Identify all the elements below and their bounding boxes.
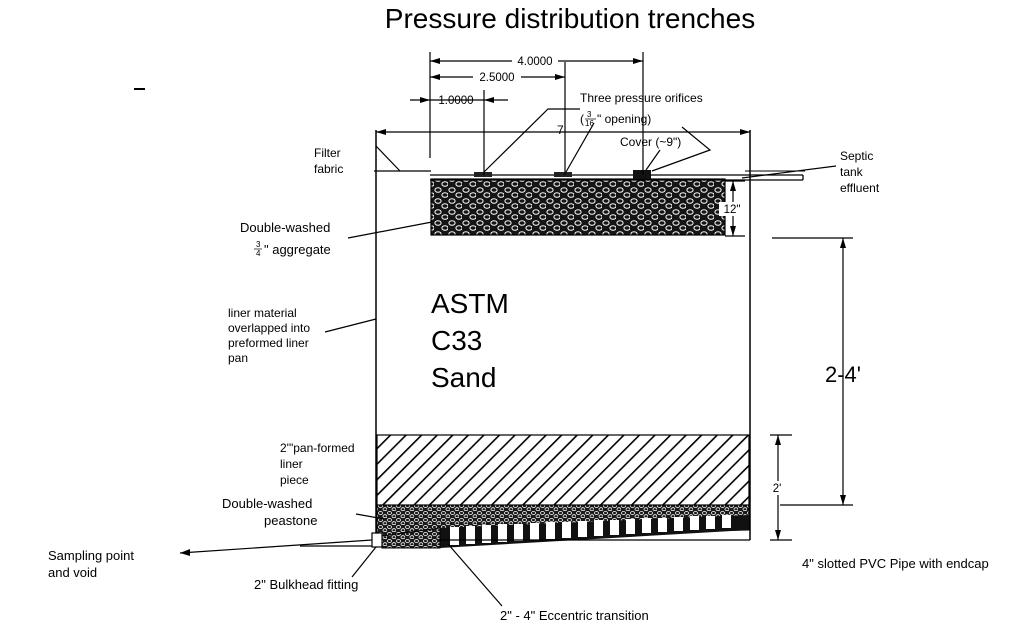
bulkhead-leader (351, 546, 377, 578)
dimension-arrowheads (420, 58, 643, 103)
trench-outline (375, 129, 751, 540)
peastone-leader (355, 513, 385, 520)
dim-1-0000: 1.0000 (438, 95, 473, 107)
septic-label-3: effluent (840, 181, 880, 195)
sampling-label-2: and void (48, 565, 97, 580)
svg-text:3: 3 (587, 110, 592, 119)
orifice-opening-label: ( 3 16 " opening) (580, 110, 651, 128)
cover-label: Cover (~9") (620, 135, 681, 149)
sand-label-3: Sand (431, 362, 496, 393)
eccentric-label: 2" - 4" Eccentric transition (500, 608, 649, 623)
svg-text:" aggregate: " aggregate (264, 242, 331, 257)
aggregate-label-2: 3 4 " aggregate (254, 240, 331, 258)
liner-label-2: overlapped into (228, 321, 310, 335)
filter-label-1: Filter (314, 146, 341, 160)
stray-tick: 7 (557, 123, 564, 137)
liner-label-4: pan (228, 351, 248, 365)
pan-label-1: 2'"pan-formed (280, 441, 355, 455)
dim-2-4-ft-line (772, 237, 853, 506)
svg-text:16: 16 (585, 119, 594, 128)
distribution-pipe (430, 170, 805, 181)
peastone-label-2: peastone (264, 513, 318, 528)
aggregate-leader (347, 221, 433, 239)
sampling-leader (179, 539, 373, 554)
svg-text:4: 4 (256, 249, 261, 258)
sand-label-2: C33 (431, 325, 482, 356)
orifice-leaders (483, 108, 712, 173)
filter-label-2: fabric (314, 162, 343, 176)
sand-label-1: ASTM (431, 288, 509, 319)
septic-label-1: Septic (840, 149, 873, 163)
pvc-pipe-label: 4" slotted PVC Pipe with endcap (802, 556, 989, 571)
pan-label-3: piece (280, 473, 309, 487)
pan-liner-hatch (376, 434, 750, 506)
orifices-label: Three pressure orifices (580, 91, 703, 105)
liner-leader (324, 318, 377, 333)
filter-leader (375, 145, 401, 172)
pan-label-2: liner (280, 457, 303, 471)
peastone-label-1: Double-washed (222, 496, 312, 511)
aggregate-label-1: Double-washed (240, 220, 330, 235)
liner-label-1: liner material (228, 306, 297, 320)
bulkhead-label: 2" Bulkhead fitting (254, 577, 358, 592)
dim-2-4-ft: 2-4' (825, 362, 861, 387)
septic-label-2: tank (840, 165, 864, 179)
aggregate-block (430, 178, 726, 236)
dim-4-0000: 4.0000 (517, 56, 552, 68)
dim-2-ft: 2' (773, 483, 782, 495)
dim-12-inch: 12" (724, 204, 741, 216)
eccentric-leader (447, 543, 503, 607)
septic-leader (741, 165, 837, 179)
dim-2-5000: 2.5000 (479, 72, 514, 84)
sampling-label-1: Sampling point (48, 548, 134, 563)
svg-text:" opening): " opening) (597, 112, 651, 126)
slotted-pvc-pipe (376, 515, 750, 548)
svg-text:(: ( (580, 112, 584, 126)
svg-text:3: 3 (256, 240, 261, 249)
page-title: Pressure distribution trenches (385, 3, 755, 34)
liner-label-3: preformed liner (228, 336, 309, 350)
